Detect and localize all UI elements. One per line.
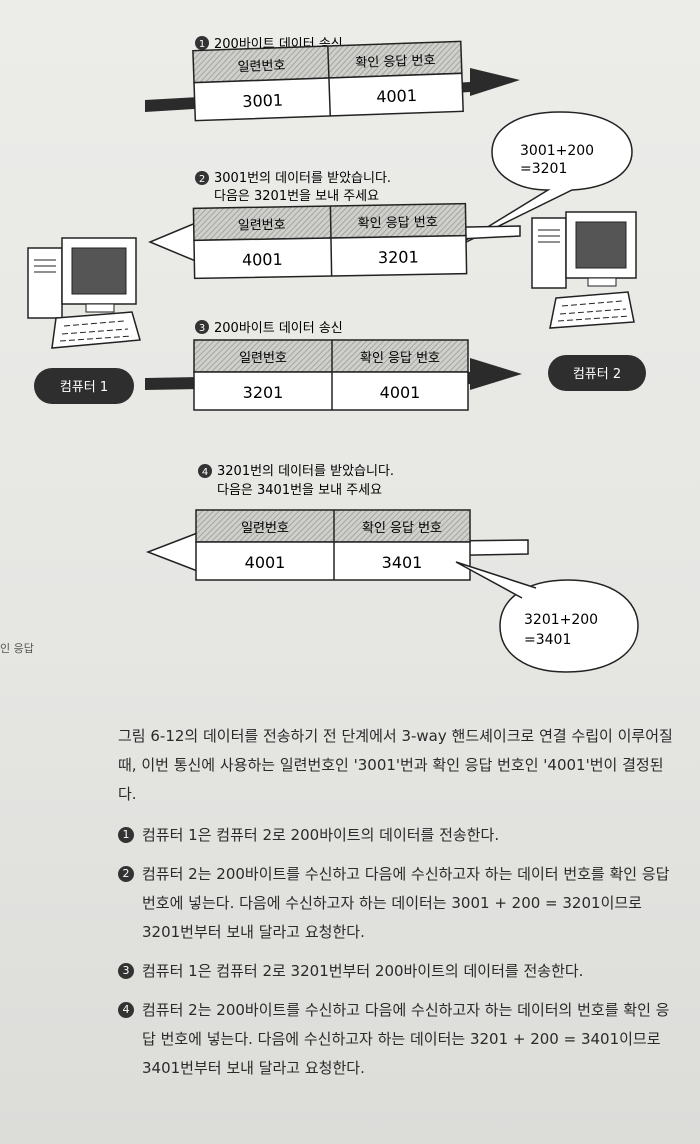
side-label: 인 응답 [0,642,34,655]
explanation-item-1: 1 컴퓨터 1은 컴퓨터 2로 200바이트의 데이터를 전송한다. [118,821,678,850]
step-2-caption-line-1: 3001번의 데이터를 받았습니다. [214,171,391,186]
step-1-number: 1 [199,39,205,50]
step-1-header-seq: 일련번호 [237,58,285,75]
step-2-seq-value: 4001 [242,250,283,270]
step-3-number-badge [195,320,209,334]
intro-paragraph: 그림 6-12의 데이터를 전송하기 전 단계에서 3-way 핸드셰이크로 연… [118,727,673,803]
step-2-number: 2 [199,174,205,185]
explanation-item-4-number: 4 [118,1002,134,1018]
step-3-header-seq: 일련번호 [239,351,287,366]
step-3-header-ack: 확인 응답 번호 [360,351,440,366]
step-3-caption-line-1: 200바이트 데이터 송신 [214,321,343,336]
step-3-number: 3 [199,323,205,334]
computer-2-illustration: 컴퓨터 2 [531,211,646,391]
computer-2-label: 컴퓨터 2 [573,367,621,382]
speech-bubble-1: 3001+200 =3201 [449,111,633,251]
step-4-header-ack: 확인 응답 번호 [362,521,442,536]
explanation-item-1-number: 1 [118,827,134,843]
step-4-group: 4 3201번의 데이터를 받았습니다. 다음은 3401번을 보내 주세요 일… [145,464,529,581]
step-2-group: 2 3001번의 데이터를 받았습니다. 다음은 3201번을 보내 주세요 일… [148,171,521,280]
explanation-item-2-text: 컴퓨터 2는 200바이트를 수신하고 다음에 수신하고자 하는 데이터 번호를… [142,865,670,941]
step-2-number-badge [195,171,209,185]
step-4-caption-line-2: 다음은 3401번을 보내 주세요 [217,483,382,498]
tcp-sequence-diagram: 1 200바이트 데이터 송신 일련번호 확인 응답 번호 3001 4001 … [27,36,646,673]
step-1-seq-value: 3001 [242,91,283,111]
step-4-number: 4 [202,467,208,478]
bubble-2-line-1: 3201+200 [524,612,598,628]
step-4-caption-line-1: 3201번의 데이터를 받았습니다. [217,464,394,479]
step-3-ack-value: 4001 [380,383,421,402]
explanation-item-4: 4 컴퓨터 2는 200바이트를 수신하고 다음에 수신하고자 하는 데이터의 … [118,996,678,1083]
computer-1-label-pill [34,368,134,404]
bubble-1-line-1: 3001+200 [520,143,594,159]
step-4-header-seq: 일련번호 [241,521,289,536]
step-2-header-seq: 일련번호 [238,218,286,234]
step-2-caption-line-2: 다음은 3201번을 보내 주세요 [214,189,379,204]
explanation-item-3-text: 컴퓨터 1은 컴퓨터 2로 3201번부터 200바이트의 데이터를 전송한다. [142,962,584,980]
step-3-seq-value: 3201 [243,383,284,402]
body-text: 그림 6-12의 데이터를 전송하기 전 단계에서 3-way 핸드셰이크로 연… [118,722,678,1093]
computer-1-label: 컴퓨터 1 [60,380,108,395]
step-4-number-badge [198,464,212,478]
bubble-2-line-2: =3401 [524,632,571,648]
explanation-item-3: 3 컴퓨터 1은 컴퓨터 2로 3201번부터 200바이트의 데이터를 전송한… [118,957,678,986]
step-1-header-ack: 확인 응답 번호 [355,53,436,71]
step-4-seq-value: 4001 [245,553,286,572]
step-2-ack-value: 3201 [378,247,419,267]
computer-1-illustration: 컴퓨터 1 [27,237,141,404]
step-1-group: 1 200바이트 데이터 송신 일련번호 확인 응답 번호 3001 4001 [145,36,520,122]
step-1-number-badge [195,36,209,50]
step-1-ack-value: 4001 [376,86,417,106]
step-2-header-ack: 확인 응답 번호 [358,215,438,231]
explanation-item-1-text: 컴퓨터 1은 컴퓨터 2로 200바이트의 데이터를 전송한다. [142,826,500,844]
explanation-item-2-number: 2 [118,866,134,882]
explanation-item-2: 2 컴퓨터 2는 200바이트를 수신하고 다음에 수신하고자 하는 데이터 번… [118,860,678,947]
bubble-1-line-2: =3201 [520,161,567,177]
step-4-ack-value: 3401 [382,553,423,572]
step-3-group: 3 200바이트 데이터 송신 일련번호 확인 응답 번호 3201 4001 [145,320,522,411]
explanation-item-4-text: 컴퓨터 2는 200바이트를 수신하고 다음에 수신하고자 하는 데이터의 번호… [142,1001,670,1077]
explanation-item-3-number: 3 [118,963,134,979]
computer-2-label-pill [548,355,646,391]
speech-bubble-2: 3201+200 =3401 [455,561,639,673]
